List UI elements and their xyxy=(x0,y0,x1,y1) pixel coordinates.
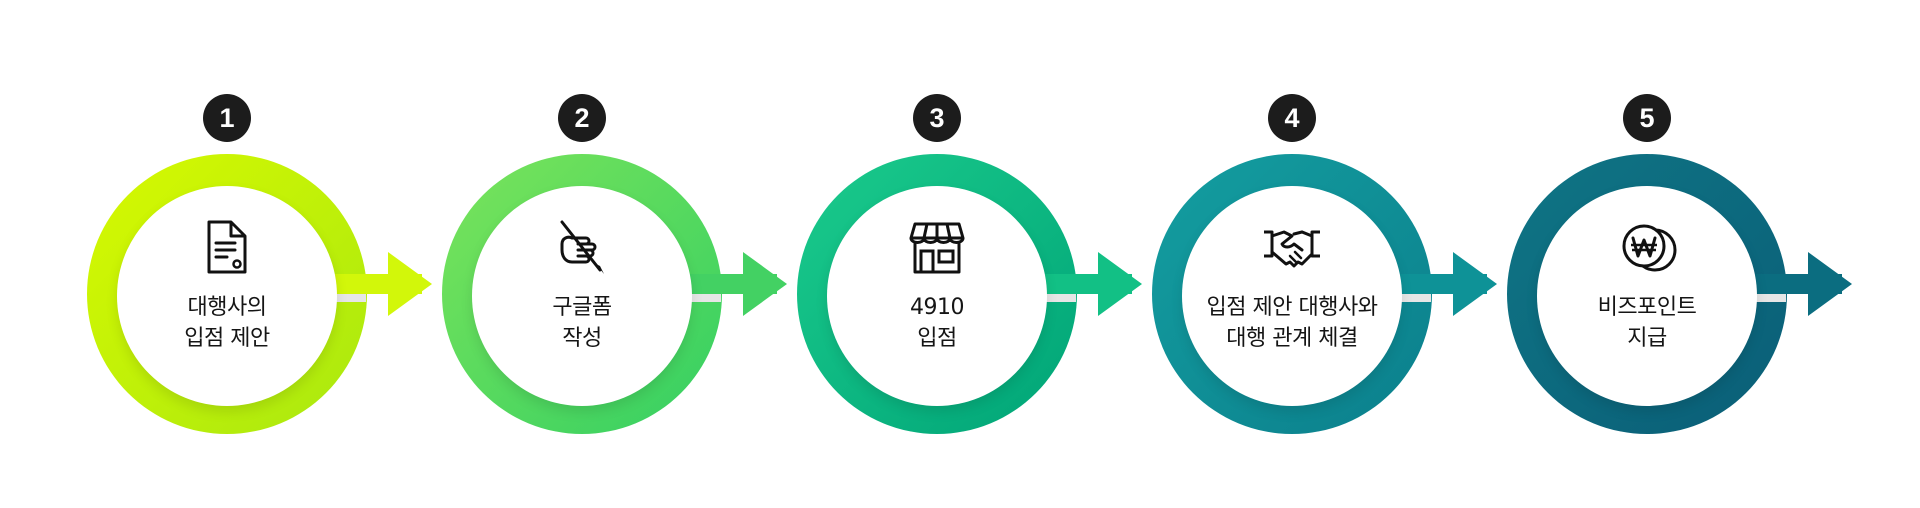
step-label-line1: 구글폼 xyxy=(552,295,612,320)
step-label-line2: 입점 xyxy=(917,326,957,351)
step-label-line1: 비즈포인트 xyxy=(1597,295,1697,320)
step-number-badge: 2 xyxy=(558,94,606,142)
arrow-head xyxy=(388,252,432,316)
document-icon xyxy=(207,220,247,274)
won-coin-icon xyxy=(1622,224,1677,272)
storefront-icon xyxy=(909,222,965,274)
step-label-line2: 대행 관계 체결 xyxy=(1226,326,1358,351)
step-number-badge: 4 xyxy=(1268,94,1316,142)
step-label: 비즈포인트 지급 xyxy=(1517,292,1777,354)
process-step-4: 4 입점 제안 대행사와 대행 관계 체결 xyxy=(1152,0,1595,508)
process-step-5: 5 비즈포인트 지급 xyxy=(1507,0,1920,508)
handshake-icon xyxy=(1264,230,1320,268)
step-number-badge: 1 xyxy=(203,94,251,142)
inner-circle xyxy=(1182,186,1402,406)
step-label-line2: 입점 제안 xyxy=(184,326,270,351)
step-number-badge: 5 xyxy=(1623,94,1671,142)
hand-writing-icon xyxy=(560,220,604,274)
step-label-line1: 대행사의 xyxy=(187,295,267,320)
step-label: 입점 제안 대행사와 대행 관계 체결 xyxy=(1162,292,1422,354)
arrow-head xyxy=(1453,252,1497,316)
process-step-2: 2 구글폼 작성 xyxy=(442,0,885,508)
arrow-head xyxy=(1098,252,1142,316)
step-label: 4910 입점 xyxy=(807,292,1067,354)
step-label-line2: 작성 xyxy=(562,326,602,351)
step-number-badge: 3 xyxy=(913,94,961,142)
step-label: 대행사의 입점 제안 xyxy=(97,292,357,354)
step-label-line2: 지급 xyxy=(1627,326,1667,351)
process-step-1: 1 대행사의 입점 제안 xyxy=(87,0,530,508)
inner-circle xyxy=(1537,186,1757,406)
step-label-line1: 입점 제안 대행사와 xyxy=(1206,295,1378,320)
arrow-head xyxy=(743,252,787,316)
inner-circle xyxy=(472,186,692,406)
step-label-line1: 4910 xyxy=(910,295,965,320)
arrow-head xyxy=(1808,252,1852,316)
process-step-3: 3 4910 입점 xyxy=(797,0,1240,508)
step-label: 구글폼 작성 xyxy=(452,292,712,354)
